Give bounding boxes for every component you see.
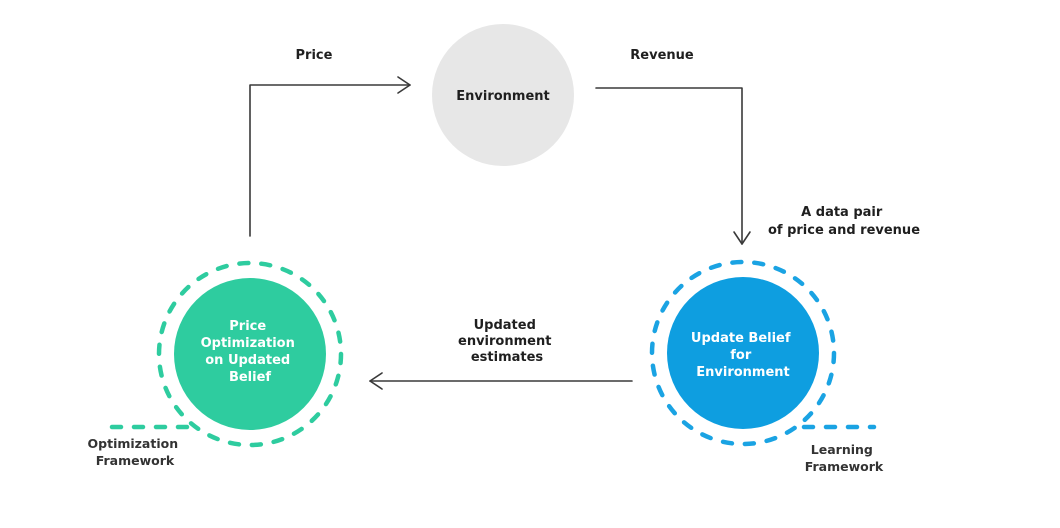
price-arrow-line — [249, 84, 411, 237]
learning-framework-caption-line-2: Framework — [805, 459, 884, 474]
environment-node: Environment — [432, 24, 574, 166]
optimization-label-line-3: on Updated — [205, 353, 290, 368]
learning-label-line-1: Update Belief — [691, 331, 791, 346]
edge-price: Price — [249, 48, 411, 237]
updated-arrowhead — [369, 372, 383, 390]
data-pair-note-line-1: A data pair — [801, 205, 883, 220]
optimization-framework-caption-line-1: Optimization — [88, 436, 179, 451]
optimization-label: Price Optimization on Updated Belief — [201, 319, 300, 385]
optimization-node: Price Optimization on Updated Belief Opt… — [88, 260, 344, 468]
revenue-arrowhead — [733, 231, 751, 245]
learning-label: Update Belief for Environment — [691, 331, 795, 380]
data-pair-note: A data pair of price and revenue — [768, 205, 920, 238]
optimization-circle — [174, 278, 326, 430]
updated-estimates-line-1: Updated — [474, 318, 536, 333]
data-pair-note-line-2: of price and revenue — [768, 223, 920, 238]
learning-label-line-2: for — [730, 348, 752, 363]
learning-framework-caption: Learning Framework — [805, 442, 884, 474]
optimization-label-line-4: Belief — [229, 370, 271, 385]
environment-circle — [432, 24, 574, 166]
optimization-dashed-ring — [156, 260, 344, 448]
learning-framework-caption-line-1: Learning — [811, 442, 873, 457]
edge-revenue: Revenue A data pair of price and revenue — [595, 48, 920, 245]
price-label: Price — [296, 48, 333, 63]
optimization-label-line-2: Optimization — [201, 336, 295, 351]
learning-node: Update Belief for Environment Learning F… — [649, 259, 884, 474]
edge-updated-estimates: Updated environment estimates — [369, 318, 633, 390]
optimization-label-line-1: Price — [229, 319, 266, 334]
updated-estimates-line-2: environment — [458, 334, 551, 349]
optimization-framework-caption-line-2: Framework — [96, 453, 175, 468]
updated-estimates-line-3: estimates — [471, 350, 544, 365]
updated-estimates-label: Updated environment estimates — [458, 318, 556, 365]
revenue-label: Revenue — [630, 48, 694, 63]
environment-label: Environment — [456, 89, 550, 104]
optimization-framework-caption: Optimization Framework — [88, 436, 183, 468]
learning-circle — [667, 277, 819, 429]
revenue-arrow-line — [595, 87, 743, 245]
price-arrowhead — [397, 76, 411, 94]
learning-dashed-ring — [649, 259, 837, 447]
learning-label-line-3: Environment — [696, 365, 790, 380]
